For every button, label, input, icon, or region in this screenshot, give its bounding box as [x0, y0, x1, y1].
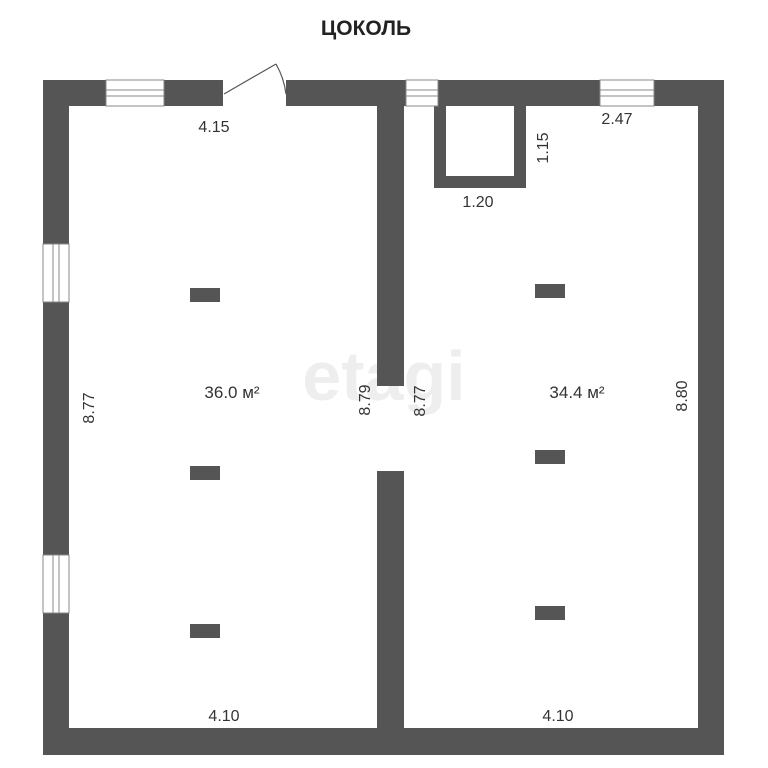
- dimension-left-inner: 8.79: [357, 384, 374, 415]
- light-fixture: [535, 450, 565, 464]
- light-fixture: [190, 624, 220, 638]
- dimension-right-outer: 8.80: [674, 380, 691, 411]
- wall-left-a: [43, 80, 69, 244]
- window-left-upper: [42, 243, 70, 303]
- light-fixture: [535, 606, 565, 620]
- room-area-left: 36.0 м²: [204, 383, 259, 402]
- window-left-lower: [42, 554, 70, 614]
- light-fixture: [190, 288, 220, 302]
- window-top-middle: [405, 79, 439, 107]
- niche: [434, 106, 526, 188]
- dimension-left-bottom: 4.10: [208, 708, 239, 725]
- wall-left-b: [43, 302, 69, 555]
- light-fixture: [535, 284, 565, 298]
- light-fixtures: [190, 284, 565, 638]
- windows: [42, 79, 655, 614]
- window-top-left: [105, 79, 165, 107]
- entrance-door: [223, 63, 287, 95]
- window-top-right: [599, 79, 655, 107]
- dimension-right-top: 2.47: [601, 111, 632, 128]
- dimension-niche-width: 1.20: [462, 194, 493, 211]
- partition-lower: [377, 471, 404, 755]
- dimension-left-top: 4.15: [198, 119, 229, 136]
- dimension-right-bottom: 4.10: [542, 708, 573, 725]
- dimension-niche-height: 1.15: [535, 132, 552, 163]
- light-fixture: [190, 466, 220, 480]
- wall-right: [698, 80, 724, 755]
- dimension-right-inner: 8.77: [412, 385, 429, 416]
- room-area-right: 34.4 м²: [549, 383, 604, 402]
- dimension-left-outer: 8.77: [81, 392, 98, 423]
- interior-walls: [377, 80, 404, 755]
- wall-top-right-a: [438, 80, 600, 106]
- partition-upper: [377, 80, 404, 386]
- floor-title: ЦОКОЛЬ: [321, 17, 411, 40]
- wall-top-left-b: [164, 80, 223, 106]
